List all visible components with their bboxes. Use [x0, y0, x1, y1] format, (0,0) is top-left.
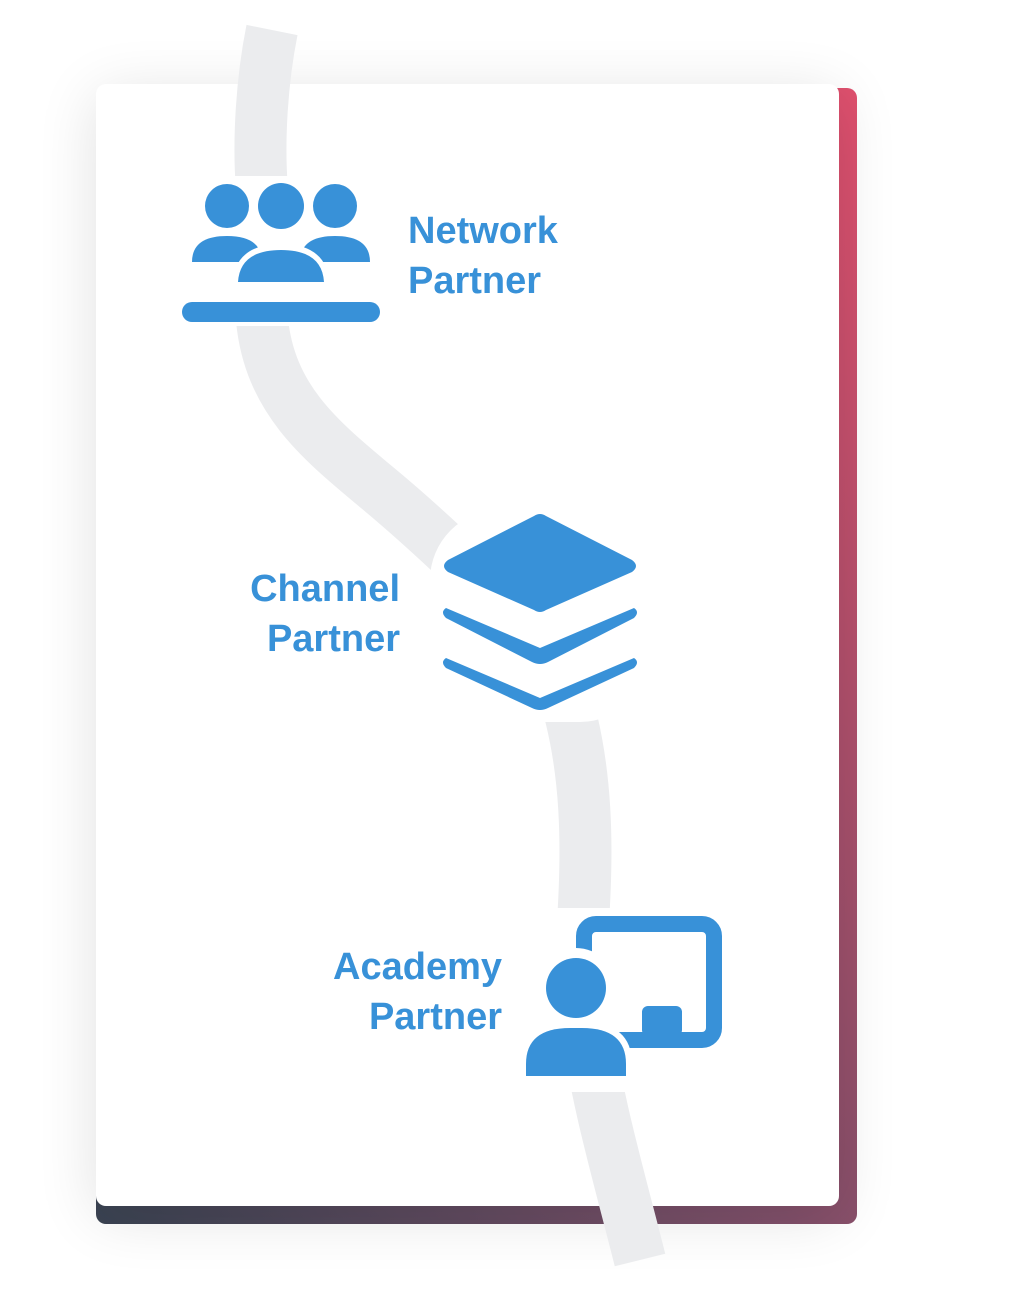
teacher-whiteboard-icon — [518, 908, 732, 1092]
network-partner-label-line1: Network — [408, 210, 558, 252]
network-partner-label-line2: Partner — [408, 260, 542, 302]
academy-partner-label: Academy Partner — [333, 942, 502, 1042]
academy-partner-label-line2: Partner — [368, 996, 502, 1038]
channel-partner-label: Channel Partner — [250, 564, 400, 664]
channel-partner-label-line2: Partner — [266, 618, 400, 660]
layers-stack-icon — [430, 510, 650, 722]
channel-partner-label-line1: Channel — [250, 568, 400, 610]
academy-partner-label-line1: Academy — [333, 946, 502, 988]
network-partner-label: Network Partner — [408, 206, 558, 306]
users-group-icon — [178, 176, 384, 326]
